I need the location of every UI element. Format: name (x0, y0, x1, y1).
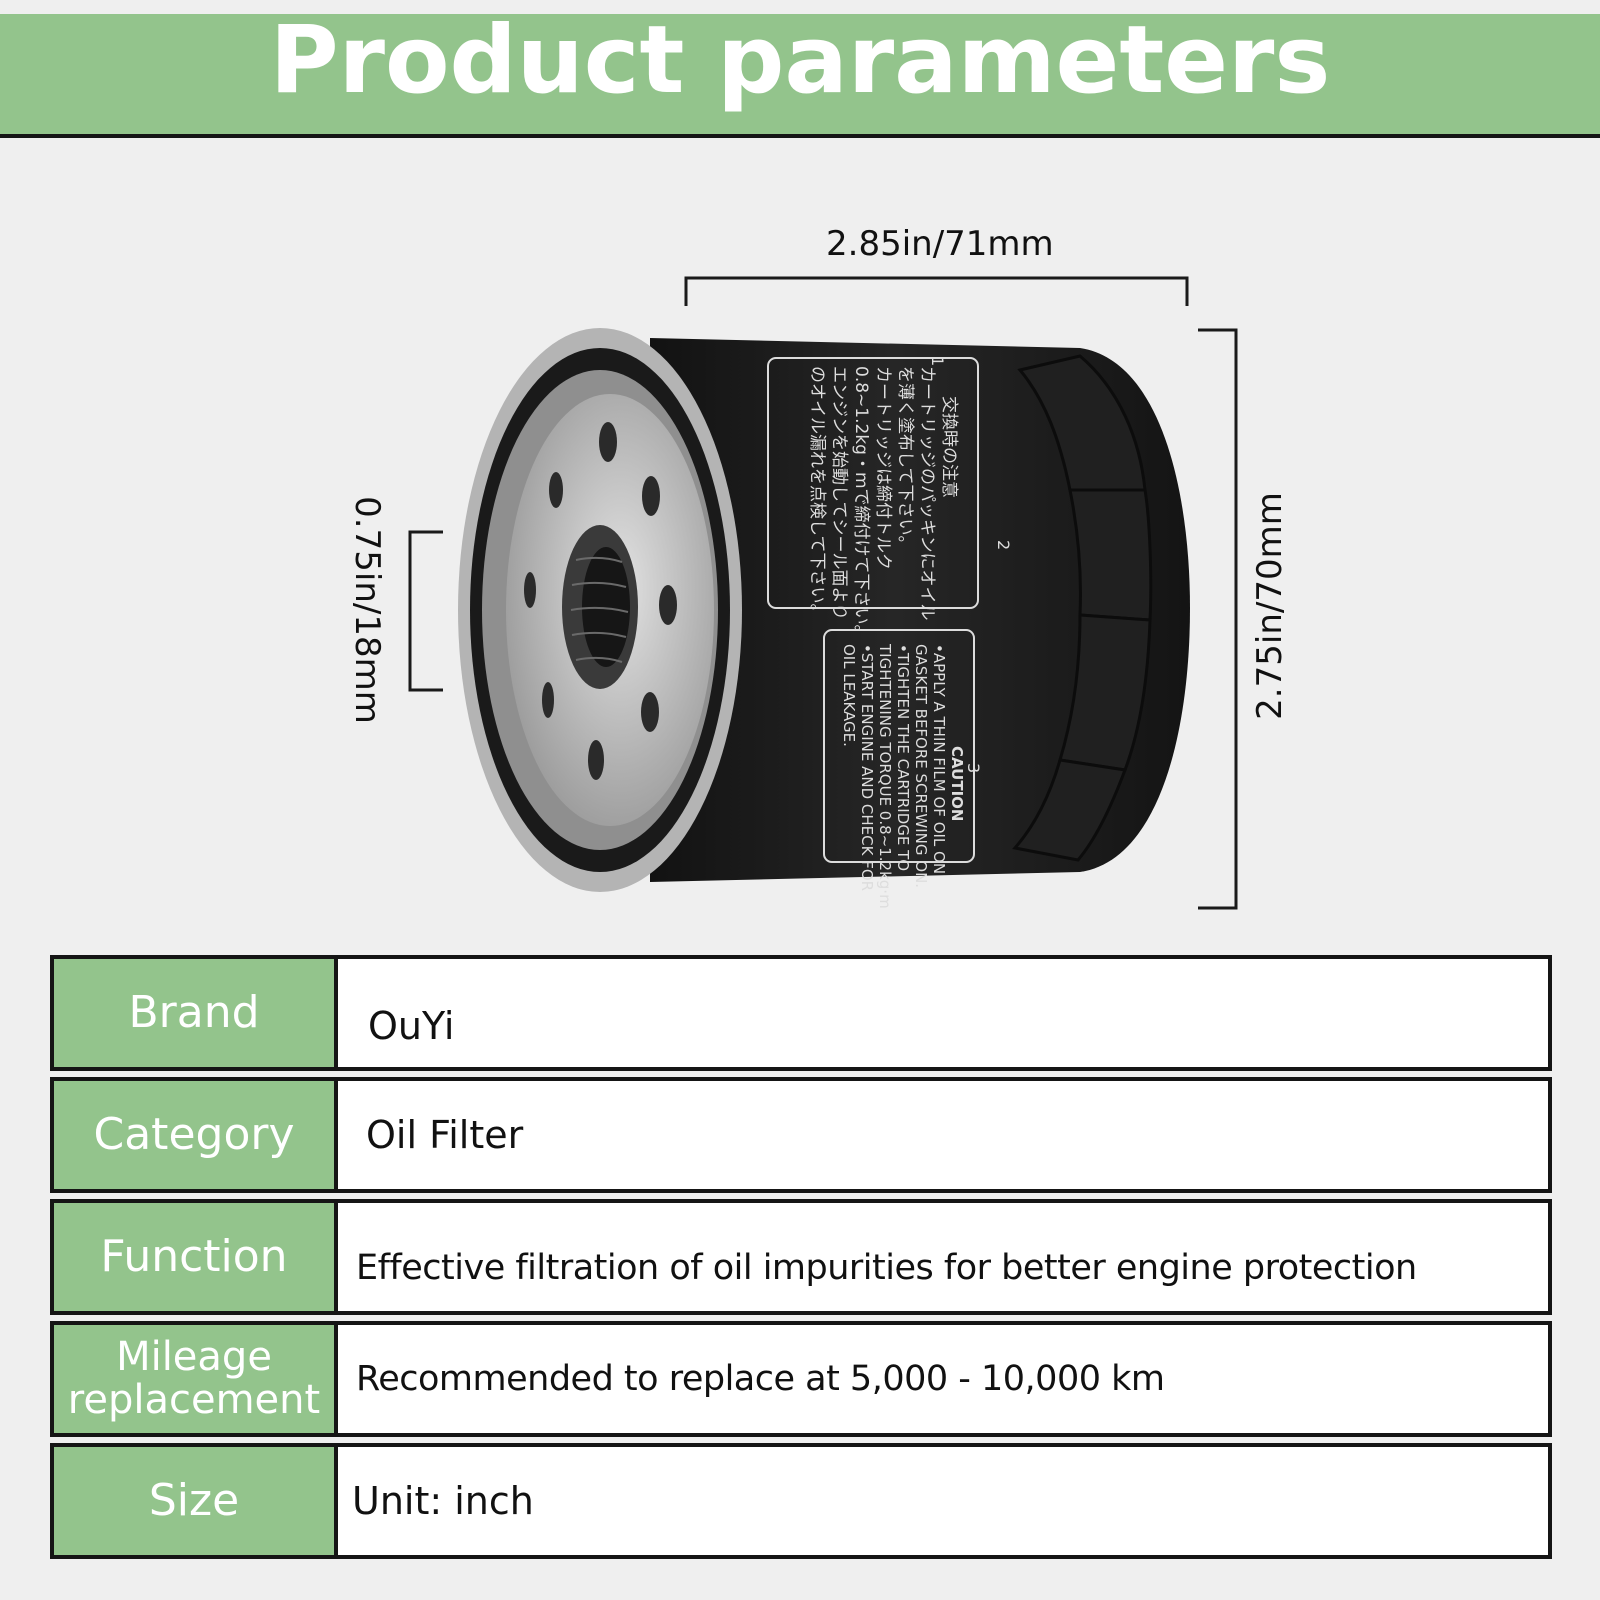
svg-text:0.8~1.2kg・mで締付けて下さい。: 0.8~1.2kg・mで締付けて下さい。 (851, 366, 871, 642)
table-row-mileage: Mileage replacement Recommended to repla… (50, 1321, 1552, 1437)
oil-inlet-holes (524, 422, 677, 780)
svg-text:OIL LEAKAGE.: OIL LEAKAGE. (840, 644, 858, 747)
svg-text:カートリッジのパッキンにオイル: カートリッジのパッキンにオイル (917, 366, 937, 621)
table-row-size: Size Unit: inch (50, 1443, 1552, 1559)
filter-body (650, 338, 1190, 882)
label-marker-3: 3 (964, 763, 983, 773)
svg-text:交換時の注意: 交換時の注意 (939, 396, 959, 498)
svg-text:カートリッジは締付トルク: カートリッジは締付トルク (873, 366, 893, 570)
row-label-size: Size (54, 1447, 338, 1555)
row-value-mileage: Recommended to replace at 5,000 - 10,000… (356, 1359, 1165, 1399)
oil-filter-illustration: 1 2 3 交換時の注意 カートリッジのパッキンにオイル を薄く塗布して下さい。… (408, 276, 1238, 910)
product-figure: 2.85in/71mm 2.75in/70mm 0.75in/18mm (0, 160, 1600, 920)
thread-dimension-line (408, 530, 443, 692)
center-thread-inner (582, 547, 630, 667)
width-dimension-label: 2.85in/71mm (826, 224, 1054, 264)
svg-text:•APPLY A THIN FILM OF OIL ON: •APPLY A THIN FILM OF OIL ON (930, 644, 948, 874)
row-value-brand: OuYi (368, 1004, 455, 1048)
width-dimension-line (684, 276, 1189, 306)
label-marker-2: 2 (994, 540, 1013, 550)
svg-text:•START ENGINE AND CHECK FOR: •START ENGINE AND CHECK FOR (858, 644, 876, 891)
english-label-panel (823, 629, 975, 863)
table-row-category: Category Oil Filter (50, 1077, 1552, 1193)
hex-wrench-flats (1012, 354, 1153, 862)
english-label-text: CAUTION •APPLY A THIN FILM OF OIL ON GAS… (840, 643, 966, 909)
thread-grooves (570, 556, 629, 663)
row-value-size: Unit: inch (352, 1479, 534, 1523)
row-label-mileage: Mileage replacement (54, 1325, 338, 1433)
row-label-category: Category (54, 1081, 338, 1189)
svg-text:•TIGHTEN THE CARTRIDGE TO: •TIGHTEN THE CARTRIDGE TO (894, 644, 912, 871)
table-row-brand: Brand OuYi (50, 955, 1552, 1071)
japanese-label-text: 交換時の注意 カートリッジのパッキンにオイル を薄く塗布して下さい。 カートリッ… (807, 366, 959, 642)
header-banner: Product parameters (0, 14, 1600, 138)
svg-text:GASKET BEFORE SCREWING ON.: GASKET BEFORE SCREWING ON. (912, 644, 930, 888)
height-dimension-line (1198, 328, 1238, 910)
svg-text:エンジンを始動してシール面より: エンジンを始動してシール面より (829, 366, 849, 620)
svg-text:のオイル漏れを点検して下さい。: のオイル漏れを点検して下さい。 (807, 366, 827, 621)
row-label-function: Function (54, 1203, 338, 1311)
row-value-category: Oil Filter (366, 1113, 524, 1157)
japanese-label-panel (767, 357, 979, 609)
table-row-function: Function Effective filtration of oil imp… (50, 1199, 1552, 1315)
svg-text:CAUTION: CAUTION (948, 746, 966, 821)
svg-text:TIGHTENING TORQUE 0.8~1.2kg·m: TIGHTENING TORQUE 0.8~1.2kg·m (876, 643, 894, 909)
row-value-function: Effective filtration of oil impurities f… (356, 1248, 1417, 1288)
row-label-brand: Brand (54, 959, 338, 1067)
svg-text:を薄く塗布して下さい。: を薄く塗布して下さい。 (895, 366, 916, 553)
label-marker-1: 1 (928, 356, 947, 366)
page-title: Product parameters (269, 6, 1331, 115)
